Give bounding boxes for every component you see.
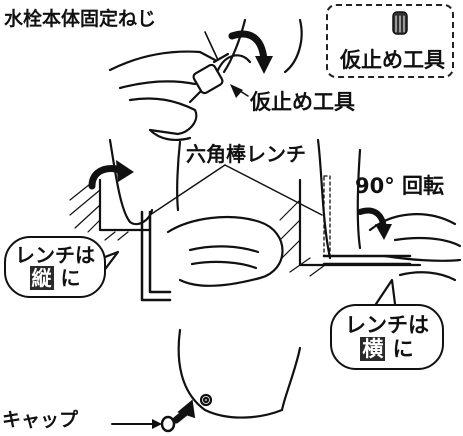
rotate-arrow-right bbox=[357, 207, 392, 240]
bubble-right: レンチは 横 に bbox=[330, 304, 444, 370]
left-pipe bbox=[108, 138, 154, 226]
cap-icon bbox=[111, 415, 176, 433]
rotate-90-label: 90° 回転 bbox=[355, 174, 445, 198]
bubble-right-line1: レンチは bbox=[345, 312, 429, 337]
bubble-left-line1: レンチは bbox=[15, 243, 95, 267]
faucet-screw-pointer bbox=[204, 31, 219, 61]
temp-tool-icon bbox=[392, 11, 408, 35]
bubble-right-highlight: 横 bbox=[360, 337, 386, 361]
bottom-faucet bbox=[177, 328, 302, 419]
left-wrench bbox=[140, 210, 172, 302]
temp-tool-label: 仮止め工具 bbox=[250, 90, 355, 114]
right-wrench bbox=[322, 175, 412, 266]
left-hand bbox=[166, 216, 284, 288]
left-wall-hatch bbox=[69, 178, 152, 241]
temp-tool-box bbox=[326, 4, 454, 78]
bubble-left-suffix: に bbox=[60, 266, 81, 290]
bubble-right-suffix: に bbox=[392, 337, 414, 361]
rotate-arrow-top bbox=[228, 30, 273, 74]
cap-label: キャップ bbox=[2, 409, 79, 431]
hex-wrench-pointer-left bbox=[149, 164, 226, 216]
top-hand-illustration bbox=[108, 18, 303, 141]
bubble-left-highlight: 縦 bbox=[29, 266, 54, 290]
bubble-left: レンチは 縦 に bbox=[4, 236, 106, 298]
right-pipe bbox=[316, 138, 332, 260]
cap-arrow bbox=[172, 399, 196, 424]
faucet-screw-label: 水栓本体固定ねじ bbox=[4, 8, 157, 30]
hex-wrench-pointer-right bbox=[224, 164, 323, 216]
temp-tool-box-label: 仮止め工具 bbox=[340, 48, 445, 72]
hex-wrench-label: 六角棒レンチ bbox=[186, 142, 306, 166]
rotate-arrow-left bbox=[88, 160, 134, 190]
